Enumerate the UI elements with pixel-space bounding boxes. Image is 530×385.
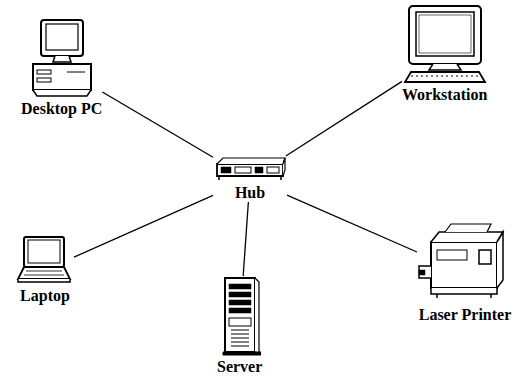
- desktop-pc-icon: [31, 18, 93, 98]
- network-cable: [243, 202, 248, 276]
- network-cable: [287, 195, 417, 252]
- device-label: Workstation: [402, 86, 487, 104]
- network-cable: [74, 195, 213, 257]
- workstation-icon: [403, 4, 487, 84]
- hub-icon: [213, 156, 287, 182]
- laptop-node: Laptop: [16, 235, 74, 305]
- laptop-icon: [16, 235, 74, 285]
- workstation-node: Workstation: [402, 4, 487, 104]
- device-label: Laptop: [20, 287, 70, 305]
- hub-node: Hub: [213, 156, 287, 202]
- laser-printer-icon: [417, 222, 513, 304]
- device-label: Laser Printer: [419, 306, 512, 324]
- desktop-pc-node: Desktop PC: [21, 18, 102, 118]
- network-cable: [286, 81, 402, 156]
- device-label: Hub: [235, 184, 265, 202]
- server-node: Server: [217, 276, 262, 376]
- server-icon: [219, 276, 261, 356]
- device-label: Server: [217, 358, 262, 376]
- laser-printer-node: Laser Printer: [417, 222, 513, 324]
- device-label: Desktop PC: [21, 100, 102, 118]
- network-cable: [102, 92, 213, 157]
